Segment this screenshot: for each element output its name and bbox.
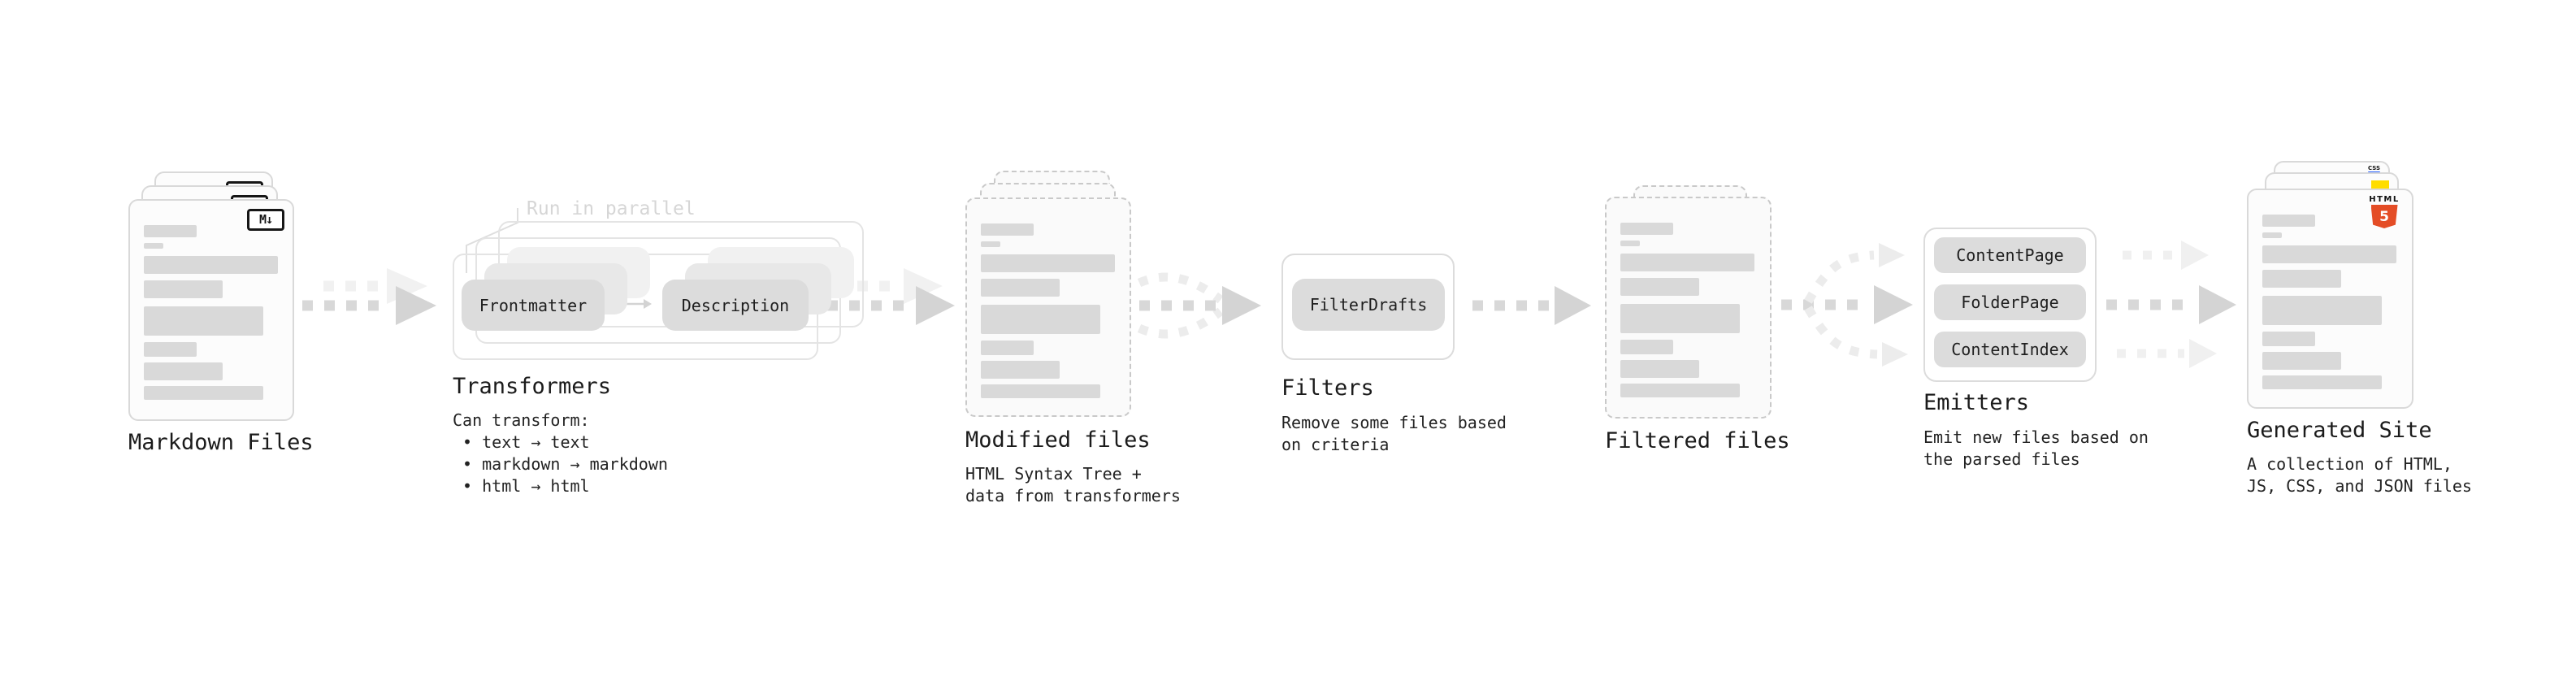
skeleton-bar	[2262, 332, 2315, 346]
transformer-pill-description: Description	[662, 280, 809, 331]
description-line: • html → html	[453, 476, 590, 496]
skeleton-bar	[981, 361, 1060, 379]
skeleton-bar	[981, 279, 1060, 297]
skeleton-bar	[1620, 340, 1673, 354]
skeleton-bar	[2262, 215, 2315, 227]
skeleton-bar	[144, 362, 223, 380]
modified-files-title: Modified files	[965, 427, 1151, 453]
modified-file-card-front	[965, 197, 1131, 417]
generated-site-title: Generated Site	[2247, 418, 2432, 443]
skeleton-bar	[2262, 296, 2382, 325]
description-line: • markdown → markdown	[453, 454, 668, 474]
skeleton-bar	[981, 305, 1100, 334]
skeleton-bar	[1620, 384, 1740, 397]
js-icon	[2371, 180, 2389, 189]
markdown-icon: M↓	[247, 209, 284, 231]
description-line: A collection of HTML,	[2247, 454, 2452, 474]
skeleton-bar	[2262, 232, 2282, 238]
skeleton-bar	[981, 223, 1034, 236]
emitter-pill: FolderPage	[1934, 284, 2086, 320]
description-line: on criteria	[1281, 435, 1390, 454]
skeleton-bar	[981, 384, 1100, 398]
description-line: Remove some files based	[1281, 413, 1507, 432]
skeleton-bar	[1620, 304, 1740, 333]
generated-site-description: A collection of HTML,JS, CSS, and JSON f…	[2247, 453, 2472, 497]
arrow-emitters-to-generated	[2106, 241, 2236, 368]
transformer-pill-frontmatter: Frontmatter	[462, 280, 605, 331]
filters-title: Filters	[1281, 375, 1374, 401]
skeleton-bar	[981, 340, 1034, 355]
markdown-file-card-front: M↓	[128, 199, 294, 421]
description-line: the parsed files	[1923, 449, 2080, 469]
skeleton-bar	[2262, 245, 2396, 263]
skeleton-bar	[2262, 352, 2341, 370]
arrow-filtered-to-emitters-split	[1781, 243, 1913, 367]
arrow-markdown-to-transformers	[302, 268, 436, 325]
skeleton-bar	[2262, 270, 2341, 288]
skeleton-bar	[1620, 360, 1699, 378]
description-line: • text → text	[453, 432, 590, 452]
arrow-modified-to-filters-merge	[1137, 272, 1261, 339]
arrow-filters-to-filtered	[1472, 286, 1591, 325]
skeleton-bar	[144, 342, 197, 357]
filters-description: Remove some files based on criteria	[1281, 412, 1507, 456]
emitter-pill: ContentIndex	[1934, 332, 2086, 367]
description-line: data from transformers	[965, 486, 1181, 505]
filter-pill-filterdrafts: FilterDrafts	[1292, 279, 1445, 331]
description-line: Can transform:	[453, 410, 590, 430]
skeleton-bar	[1620, 241, 1640, 246]
description-line: Emit new files based on	[1923, 427, 2149, 447]
markdown-files-title: Markdown Files	[128, 430, 314, 455]
skeleton-bar	[144, 225, 197, 237]
skeleton-bar	[1620, 254, 1754, 271]
filtered-files-title: Filtered files	[1605, 428, 1790, 453]
skeleton-bar	[144, 280, 223, 298]
skeleton-bar	[2262, 375, 2382, 389]
description-line: HTML Syntax Tree +	[965, 464, 1142, 484]
description-line: JS, CSS, and JSON files	[2247, 476, 2472, 496]
skeleton-bar	[144, 386, 263, 400]
generated-file-card-html: HTML 5	[2247, 189, 2413, 409]
filtered-file-card-front	[1605, 197, 1772, 419]
emitter-pill: ContentPage	[1934, 237, 2086, 273]
transformers-title: Transformers	[453, 374, 612, 399]
skeleton-bar	[144, 306, 263, 336]
transformers-description: Can transform: • text → text • markdown …	[453, 410, 668, 497]
emitters-title: Emitters	[1923, 390, 2030, 415]
skeleton-bar	[144, 256, 278, 274]
html5-icon: HTML 5	[2366, 195, 2402, 228]
run-in-parallel-label: Run in parallel	[527, 198, 696, 219]
skeleton-bar	[144, 243, 163, 249]
skeleton-bar	[1620, 223, 1673, 235]
skeleton-bar	[981, 241, 1000, 247]
skeleton-bar	[981, 254, 1115, 272]
modified-files-description: HTML Syntax Tree + data from transformers	[965, 463, 1181, 507]
skeleton-bar	[1620, 278, 1699, 296]
